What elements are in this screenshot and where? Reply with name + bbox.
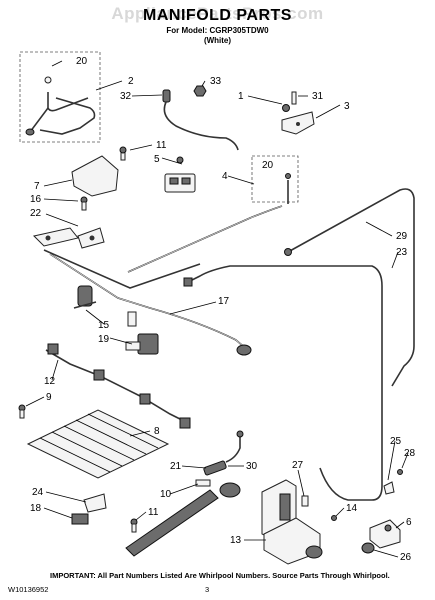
callout-19: 19 [98, 334, 110, 345]
callout-18: 18 [30, 503, 42, 514]
callout-5: 5 [154, 154, 160, 165]
callout-6: 6 [406, 517, 412, 528]
part-15-valve [73, 285, 97, 309]
part-25-clip [383, 481, 395, 495]
dashed-box-part-20-b [251, 155, 299, 203]
callout-9: 9 [46, 392, 52, 403]
callout-12: 12 [44, 376, 56, 387]
callout-1: 1 [238, 91, 244, 102]
leader-lines [25, 60, 409, 558]
callout-10: 10 [160, 489, 172, 500]
callout-29: 29 [396, 231, 408, 242]
document-number: W10136952 [8, 585, 49, 594]
part-10-burner-tube [125, 479, 241, 557]
part-33-nut [193, 85, 207, 97]
part-14-screw [331, 515, 337, 521]
callout-21: 21 [170, 461, 182, 472]
part-24-bracket [83, 493, 107, 513]
callout-8: 8 [154, 426, 160, 437]
callout-30: 30 [246, 461, 258, 472]
part-20-fitting [285, 173, 291, 204]
callout-33: 33 [210, 76, 222, 87]
callout-labels: 20 2 33 32 1 31 3 11 5 20 4 7 16 22 29 2… [30, 56, 416, 563]
part-4-manifold-pipe [43, 205, 283, 289]
watermark: AppliancePartsPros.com [111, 4, 324, 23]
callout-13: 13 [230, 535, 242, 546]
part-21-ignitor [203, 460, 227, 476]
model-line: For Model: CGRP305TDW0 [166, 26, 269, 35]
page-number: 3 [205, 585, 210, 594]
part-9-screw [18, 404, 26, 419]
callout-26: 26 [400, 552, 412, 563]
part-16-screw [80, 196, 88, 211]
callout-32: 32 [120, 91, 132, 102]
part-23-tube [183, 265, 383, 501]
part-7-shield [71, 155, 119, 197]
callout-23: 23 [396, 247, 408, 258]
dashed-box-part-20-a [19, 51, 101, 143]
callout-28: 28 [404, 448, 416, 459]
part-5-switch [164, 156, 196, 193]
callout-11-upper: 11 [156, 140, 167, 151]
callout-20-right: 20 [262, 160, 274, 171]
part-2-tube [39, 97, 96, 135]
part-32-igniter-lead [162, 89, 239, 151]
callout-3: 3 [344, 101, 350, 112]
callout-11-lower: 11 [148, 507, 159, 518]
part-28-screw [397, 469, 403, 475]
part-18-clip [71, 513, 89, 525]
part-11-screw-lower [130, 518, 138, 533]
part-22-bracket [33, 227, 105, 249]
callout-22: 22 [30, 208, 42, 219]
part-11-screw-upper [119, 146, 127, 161]
part-29-tube [284, 188, 415, 387]
callout-17: 17 [218, 296, 230, 307]
part-8-panel [26, 409, 170, 479]
callout-20-top: 20 [76, 56, 88, 67]
callout-7: 7 [34, 181, 40, 192]
part-1-screw [282, 104, 290, 112]
part-20-tube [25, 76, 89, 136]
part-27-fitting [301, 495, 309, 507]
part-19-valve [125, 311, 159, 355]
part-31-screw [291, 91, 297, 105]
callout-15: 15 [98, 320, 110, 331]
callout-31: 31 [312, 91, 324, 102]
part-13-valve-body [261, 479, 323, 565]
part-30-wire [225, 430, 244, 463]
callout-24: 24 [32, 487, 44, 498]
part-17-manifold [49, 253, 252, 356]
part-26-nut [361, 542, 375, 554]
callout-16: 16 [30, 194, 42, 205]
footer-note: IMPORTANT: All Part Numbers Listed Are W… [50, 571, 390, 580]
page-title: MANIFOLD PARTS [143, 7, 292, 24]
callout-2: 2 [128, 76, 134, 87]
callout-4: 4 [222, 171, 228, 182]
callout-14: 14 [346, 503, 358, 514]
part-12-burner-rail [45, 343, 191, 429]
callout-25: 25 [390, 436, 402, 447]
part-3-bracket [281, 111, 315, 135]
model-variant: (White) [203, 36, 232, 45]
callout-27: 27 [292, 460, 304, 471]
part-6-regulator [369, 519, 401, 549]
